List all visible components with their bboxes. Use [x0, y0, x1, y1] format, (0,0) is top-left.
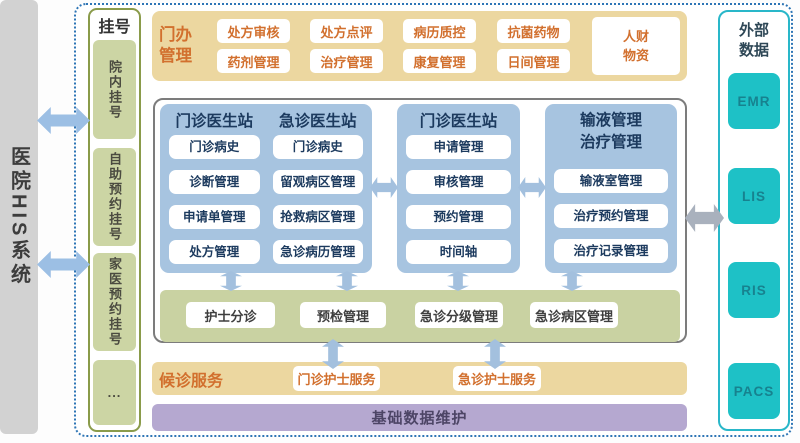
double-arrow-icon [447, 271, 469, 291]
external-system-ris: RIS [728, 262, 780, 318]
station-item: 预约管理 [406, 205, 511, 229]
external-data-panel: 外部 数据 EMR LIS RIS PACS [718, 10, 790, 431]
double-arrow-icon [518, 177, 546, 198]
station-column: 输液管理 治疗管理 输液室管理 治疗预约管理 治疗记录管理 [554, 104, 668, 273]
station-item: 门诊病史 [272, 135, 363, 159]
station-item: 抢救病区管理 [272, 205, 363, 229]
station-title: 急诊医生站 [278, 113, 357, 130]
double-arrow-icon [370, 177, 398, 198]
external-system-pacs: PACS [728, 363, 780, 419]
admin-pill: 处方点评 [310, 19, 383, 43]
outpatient-station-panel: 门诊医生站 申请管理 审核管理 预约管理 时间轴 [397, 104, 520, 273]
admin-pill: 处方审核 [217, 19, 290, 43]
waiting-service-item: 门诊护士服务 [293, 366, 380, 391]
his-system-bar: 医院HIS系统 [0, 0, 38, 434]
admin-pill: 治疗管理 [310, 49, 383, 73]
station-item: 留观病区管理 [272, 170, 363, 194]
admin-pill: 病历质控 [403, 19, 476, 43]
admin-pill: 抗菌药物 [497, 19, 570, 43]
station-item: 输液室管理 [554, 169, 668, 194]
admin-pill: 药剂管理 [217, 49, 290, 73]
station-title: 输液管理 治疗管理 [579, 112, 642, 151]
external-data-title: 外部 数据 [738, 22, 769, 60]
base-data-title: 基础数据维护 [371, 410, 468, 427]
station-title: 门诊医生站 [175, 113, 253, 130]
admin-pill: 日间管理 [497, 49, 570, 73]
double-arrow-icon [322, 339, 344, 369]
doctor-stations-panel: 门诊医生站 门诊病史 诊断管理 申请单管理 处方管理 急诊医生站 门诊病史 留观… [160, 104, 372, 273]
registration-item: 家医预约挂号 [93, 253, 136, 351]
clinic-stations-frame: 门诊医生站 门诊病史 诊断管理 申请单管理 处方管理 急诊医生站 门诊病史 留观… [153, 98, 687, 343]
emergency-doctor-column: 急诊医生站 门诊病史 留观病区管理 抢救病区管理 急诊病历管理 [272, 104, 363, 273]
outpatient-admin-bar: 门办 管理 处方审核 处方点评 病历质控 抗菌药物 药剂管理 治疗管理 康复管理… [152, 11, 687, 81]
nurse-band-item: 护士分诊 [186, 302, 275, 328]
nurse-triage-band: 护士分诊 预检管理 急诊分级管理 急诊病区管理 [160, 290, 680, 342]
station-item: 审核管理 [406, 170, 511, 194]
registration-item: 院内挂号 [93, 40, 136, 139]
nurse-band-item: 急诊病区管理 [530, 302, 618, 328]
station-item: 处方管理 [169, 240, 260, 264]
station-item: 门诊病史 [169, 135, 260, 159]
station-title: 门诊医生站 [419, 113, 498, 130]
outpatient-admin-title: 门办 管理 [159, 26, 192, 65]
registration-item: 自助预约挂号 [93, 148, 136, 246]
double-arrow-icon [336, 271, 358, 291]
his-system-title: 医院HIS系统 [7, 146, 30, 288]
waiting-service-bar: 候诊服务 门诊护士服务 急诊护士服务 [152, 362, 687, 395]
double-arrow-icon [220, 271, 242, 291]
registration-title: 挂号 [98, 19, 131, 36]
station-item: 急诊病历管理 [272, 240, 363, 264]
registration-item-more: ... [93, 360, 136, 425]
station-item: 诊断管理 [169, 170, 260, 194]
outpatient-doctor-column: 门诊医生站 门诊病史 诊断管理 申请单管理 处方管理 [169, 104, 260, 273]
double-arrow-icon [561, 271, 583, 291]
external-system-lis: LIS [728, 168, 780, 224]
station-column: 门诊医生站 申请管理 审核管理 预约管理 时间轴 [406, 104, 511, 273]
station-item: 时间轴 [406, 240, 511, 264]
base-data-bar: 基础数据维护 [152, 404, 687, 431]
waiting-service-title: 候诊服务 [159, 372, 224, 390]
external-system-emr: EMR [728, 73, 780, 129]
waiting-service-item: 急诊护士服务 [453, 366, 541, 391]
station-item: 治疗预约管理 [554, 204, 668, 229]
nurse-band-item: 急诊分级管理 [415, 302, 503, 328]
station-item: 治疗记录管理 [554, 239, 668, 264]
infusion-treatment-panel: 输液管理 治疗管理 输液室管理 治疗预约管理 治疗记录管理 [545, 104, 677, 273]
station-item: 申请管理 [406, 135, 511, 159]
station-item: 申请单管理 [169, 205, 260, 229]
registration-panel: 挂号 院内挂号 自助预约挂号 家医预约挂号 ... [88, 8, 141, 432]
double-arrow-icon [484, 339, 506, 369]
admin-pill-tall: 人财 物资 [592, 17, 680, 75]
nurse-band-item: 预检管理 [300, 302, 386, 328]
admin-pill: 康复管理 [403, 49, 476, 73]
